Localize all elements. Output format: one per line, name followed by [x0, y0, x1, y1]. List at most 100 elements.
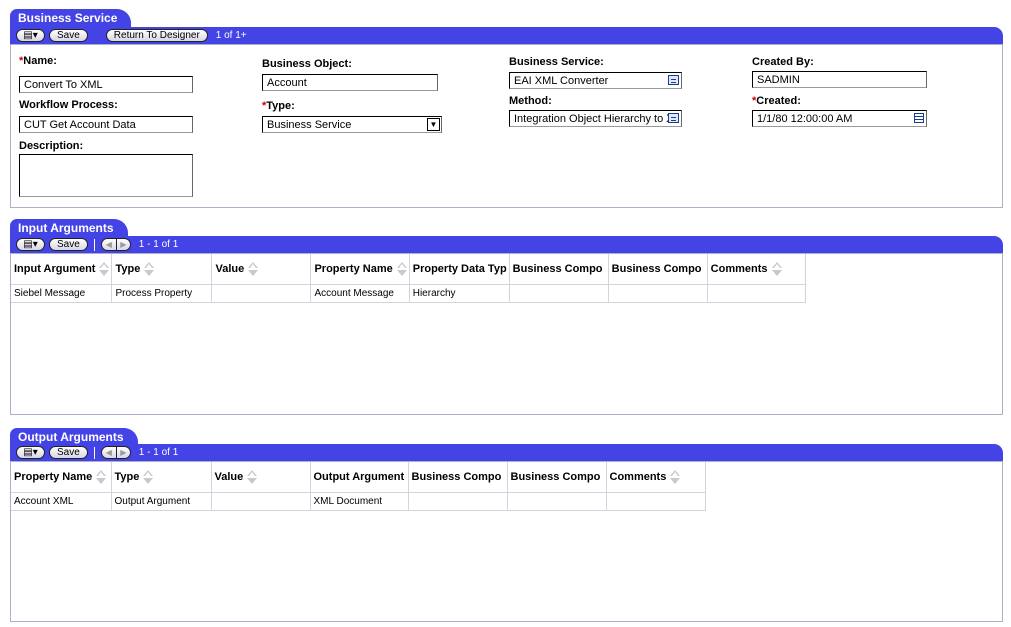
created-by-label: Created By:	[752, 56, 814, 68]
sort-icon[interactable]	[143, 261, 155, 276]
table-cell[interactable]: XML Document	[310, 492, 409, 511]
column-header-type[interactable]: Type	[111, 254, 213, 285]
table-cell[interactable]: Account Message	[310, 284, 410, 303]
column-header-comments[interactable]: Comments	[707, 254, 806, 285]
table-cell[interactable]	[707, 284, 806, 303]
created-label: *Created:	[752, 95, 801, 107]
save-button[interactable]: Save	[49, 446, 88, 459]
name-field[interactable]: Convert To XML	[19, 76, 193, 93]
type-select[interactable]: Business Service ▼	[262, 116, 442, 133]
column-header-property-name[interactable]: Property Name	[310, 254, 410, 285]
column-header-label: Value	[215, 262, 245, 275]
business-object-label: Business Object:	[262, 58, 352, 70]
column-header-label: Comments	[609, 470, 667, 483]
table-cell[interactable]	[408, 492, 508, 511]
record-counter: 1 - 1 of 1	[138, 239, 179, 250]
business-object-field[interactable]: Account	[262, 74, 438, 91]
table-cell[interactable]	[211, 492, 311, 511]
output-arguments-toolbar: ▤▾ Save ◀ ▶ 1 - 1 of 1	[10, 444, 1003, 461]
table-cell[interactable]: Output Argument	[111, 492, 212, 511]
column-header-label: Output Argument	[313, 470, 405, 483]
sort-icon[interactable]	[98, 261, 110, 276]
picklist-icon[interactable]	[668, 75, 679, 85]
required-marker: *	[752, 95, 757, 107]
workflow-process-label: Workflow Process:	[19, 99, 118, 111]
created-value: 1/1/80 12:00:00 AM	[757, 113, 853, 125]
table-cell[interactable]: Siebel Message	[11, 284, 113, 303]
business-service-field[interactable]: EAI XML Converter	[509, 72, 682, 89]
table-cell[interactable]: Hierarchy	[409, 284, 510, 303]
previous-record-icon[interactable]: ◀	[105, 240, 112, 249]
column-header-business-compo[interactable]: Business Compo	[608, 254, 708, 285]
column-header-value[interactable]: Value	[211, 462, 311, 493]
table-cell[interactable]	[211, 284, 312, 303]
column-header-comments[interactable]: Comments	[606, 462, 706, 493]
column-header-type[interactable]: Type	[111, 462, 212, 493]
table-cell[interactable]	[608, 284, 708, 303]
table-cell[interactable]	[606, 492, 706, 511]
business-service-applet: Business Service ▤▾ Save Return To Desig…	[10, 9, 1003, 208]
column-header-input-argument[interactable]: Input Argument	[11, 254, 113, 285]
record-nav: ◀ ▶	[100, 238, 131, 251]
record-counter: 1 of 1+	[215, 30, 247, 41]
record-nav: ◀ ▶	[100, 446, 131, 459]
method-field[interactable]: Integration Object Hierarchy to X	[509, 110, 682, 127]
column-header-property-data-typ[interactable]: Property Data Typ	[409, 254, 510, 285]
previous-record-icon[interactable]: ◀	[105, 448, 112, 457]
column-header-value[interactable]: Value	[211, 254, 312, 285]
column-header-output-argument[interactable]: Output Argument	[310, 462, 409, 493]
calendar-icon[interactable]	[914, 113, 924, 123]
dropdown-arrow-icon[interactable]: ▼	[427, 118, 440, 131]
save-button[interactable]: Save	[49, 238, 88, 251]
sort-icon[interactable]	[246, 469, 258, 484]
required-marker: *	[262, 100, 267, 112]
applet-menu-button[interactable]: ▤▾	[16, 29, 45, 42]
table-cell[interactable]: Process Property	[111, 284, 213, 303]
input-arguments-tab[interactable]: Input Arguments	[10, 219, 128, 237]
column-header-label: Business Compo	[512, 262, 603, 275]
business-service-tab[interactable]: Business Service	[10, 9, 132, 27]
next-record-icon[interactable]: ▶	[115, 447, 130, 458]
sort-icon[interactable]	[247, 261, 259, 276]
required-marker: *	[19, 55, 24, 67]
column-header-label: Property Data Typ	[412, 262, 507, 275]
sort-icon[interactable]	[142, 469, 154, 484]
save-button[interactable]: Save	[49, 29, 88, 42]
created-field[interactable]: 1/1/80 12:00:00 AM	[752, 110, 927, 127]
business-service-toolbar: ▤▾ Save Return To Designer 1 of 1+	[10, 27, 1003, 44]
created-by-field[interactable]: SADMIN	[752, 71, 927, 88]
record-counter: 1 - 1 of 1	[138, 447, 179, 458]
column-header-business-compo[interactable]: Business Compo	[408, 462, 508, 493]
column-header-business-compo[interactable]: Business Compo	[507, 462, 607, 493]
name-label: *Name:	[19, 55, 57, 67]
description-field[interactable]	[19, 154, 193, 197]
column-header-business-compo[interactable]: Business Compo	[509, 254, 609, 285]
return-to-designer-button[interactable]: Return To Designer	[105, 29, 208, 42]
workflow-process-field[interactable]: CUT Get Account Data	[19, 116, 193, 133]
sort-icon[interactable]	[771, 261, 782, 276]
output-arguments-tab[interactable]: Output Arguments	[10, 428, 138, 446]
applet-menu-button[interactable]: ▤▾	[16, 446, 45, 459]
sort-icon[interactable]	[669, 469, 681, 484]
business-service-form: *Name: Convert To XML Workflow Process: …	[10, 44, 1003, 208]
table-cell[interactable]	[509, 284, 609, 303]
applet-menu-button[interactable]: ▤▾	[16, 238, 45, 251]
sort-icon[interactable]	[396, 261, 407, 276]
column-header-label: Property Name	[14, 470, 93, 483]
column-header-property-name[interactable]: Property Name	[11, 462, 112, 493]
next-record-icon[interactable]: ▶	[115, 239, 130, 250]
picklist-icon[interactable]	[668, 113, 679, 123]
description-label: Description:	[19, 140, 84, 152]
sort-icon[interactable]	[95, 469, 107, 484]
column-header-label: Type	[114, 470, 140, 483]
table-cell[interactable]	[507, 492, 607, 511]
table-cell[interactable]: Account XML	[11, 492, 112, 511]
column-header-label: Property Name	[314, 262, 393, 275]
